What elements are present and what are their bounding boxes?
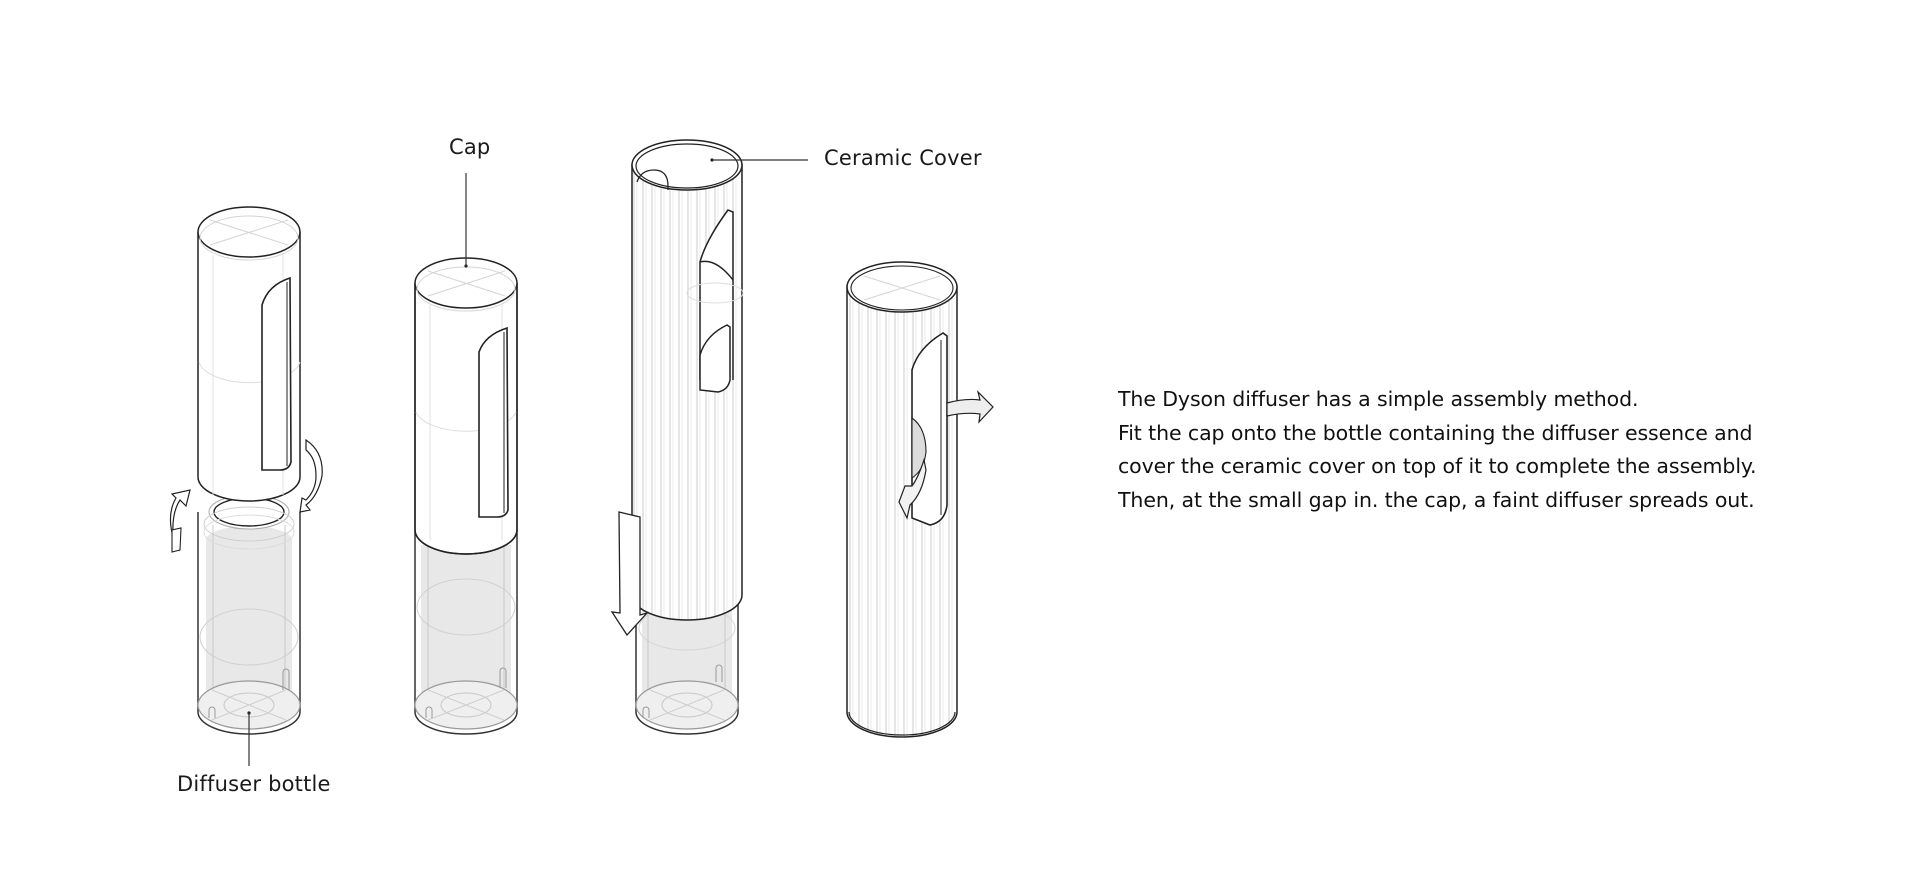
cap-1: [197, 206, 301, 502]
curved-flow-arrow-icon: [898, 457, 927, 520]
description-line: Then, at the small gap in. the cap, a fa…: [1118, 487, 1755, 512]
label-cap: Cap: [449, 135, 491, 159]
down-arrow-icon: [610, 511, 650, 637]
description-line: cover the ceramic cover on top of it to …: [1118, 454, 1757, 478]
outward-flow-arrow-icon: [946, 390, 994, 424]
label-diffuser-bottle: Diffuser bottle: [177, 772, 331, 796]
figure-step-4: [846, 261, 994, 738]
figure-step-1: [169, 206, 323, 766]
label-ceramic-cover: Ceramic Cover: [824, 146, 982, 170]
description-line: Fit the cap onto the bottle containing t…: [1118, 420, 1753, 445]
rotate-arrow-right-icon: [299, 438, 323, 513]
diffuser-bottle-1: [197, 494, 301, 766]
assembly-description: The Dyson diffuser has a simple assembly…: [1118, 383, 1757, 517]
figure-step-3: [610, 139, 808, 735]
description-line: The Dyson diffuser has a simple assembly…: [1118, 387, 1639, 411]
figure-step-2: [414, 173, 518, 735]
